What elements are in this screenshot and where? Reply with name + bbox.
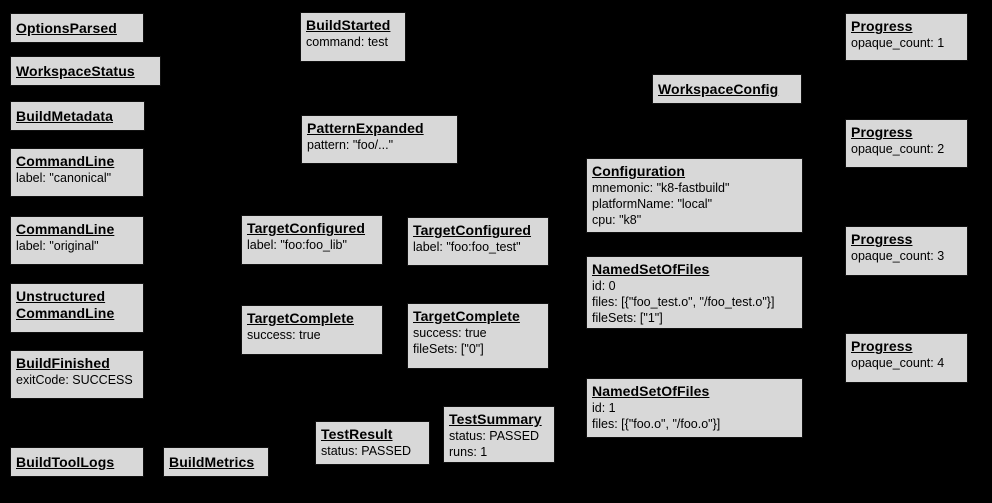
node-title: OptionsParsed <box>16 19 117 36</box>
node-workspace-status: WorkspaceStatus <box>10 56 161 86</box>
node-field: fileSets: ["0"] <box>413 342 484 357</box>
node-field: status: PASSED <box>321 444 412 459</box>
node-field: command: test <box>306 35 388 50</box>
node-target-configured-foo-test: TargetConfigured label: "foo:foo_test" <box>407 217 549 266</box>
node-configuration: Configuration mnemonic: "k8-fastbuild"pla… <box>586 158 803 233</box>
node-progress-4: Progress opaque_count: 4 <box>845 333 968 383</box>
node-test-result: TestResult status: PASSED <box>315 421 430 465</box>
node-field: opaque_count: 3 <box>851 249 945 264</box>
node-title: Progress <box>851 124 913 140</box>
node-progress-1: Progress opaque_count: 1 <box>845 13 968 61</box>
node-field: success: true <box>247 328 321 343</box>
node-title: CommandLine <box>16 221 115 237</box>
node-field: mnemonic: "k8-fastbuild" <box>592 181 730 196</box>
node-target-configured-foo-lib: TargetConfigured label: "foo:foo_lib" <box>241 215 383 265</box>
node-title: BuildStarted <box>306 17 391 33</box>
node-title: NamedSetOfFiles <box>592 261 710 277</box>
node-title: TargetConfigured <box>247 220 366 236</box>
node-field: opaque_count: 1 <box>851 36 945 51</box>
node-field: opaque_count: 2 <box>851 142 945 157</box>
node-field: cpu: "k8" <box>592 213 642 228</box>
node-target-complete-foo-lib: TargetComplete success: true <box>241 305 383 355</box>
node-field: fileSets: ["1"] <box>592 311 663 326</box>
node-title: PatternExpanded <box>307 120 424 136</box>
node-field: files: [{"foo_test.o", "/foo_test.o"}] <box>592 295 775 310</box>
node-field: id: 0 <box>592 279 616 294</box>
node-title: CommandLine <box>16 153 115 169</box>
node-field: label: "original" <box>16 239 99 254</box>
node-field: exitCode: SUCCESS <box>16 373 133 388</box>
node-workspace-config: WorkspaceConfig <box>652 74 802 104</box>
node-title: WorkspaceStatus <box>16 62 135 79</box>
node-title: Configuration <box>592 163 686 179</box>
node-field: files: [{"foo.o", "/foo.o"}] <box>592 417 721 432</box>
node-field: label: "canonical" <box>16 171 112 186</box>
node-field: success: true <box>413 326 487 341</box>
node-options-parsed: OptionsParsed <box>10 13 144 43</box>
node-title: BuildFinished <box>16 355 110 371</box>
node-build-finished: BuildFinished exitCode: SUCCESS <box>10 350 144 399</box>
node-title: TargetComplete <box>247 310 354 326</box>
node-command-line-canonical: CommandLine label: "canonical" <box>10 148 144 197</box>
node-title: BuildMetrics <box>169 453 255 470</box>
node-build-tool-logs: BuildToolLogs <box>10 447 144 477</box>
node-unstructured-command-line: Unstructured CommandLine <box>10 283 144 333</box>
node-title: TestResult <box>321 426 393 442</box>
node-title: TargetComplete <box>413 308 520 324</box>
node-title: BuildToolLogs <box>16 453 115 470</box>
node-title: TargetConfigured <box>413 222 532 238</box>
node-build-started: BuildStarted command: test <box>300 12 406 62</box>
node-title: NamedSetOfFiles <box>592 383 710 399</box>
node-command-line-original: CommandLine label: "original" <box>10 216 144 265</box>
node-field: status: PASSED <box>449 429 540 444</box>
node-title: WorkspaceConfig <box>658 80 779 97</box>
node-build-metadata: BuildMetadata <box>10 101 145 131</box>
node-field: platformName: "local" <box>592 197 713 212</box>
node-field: id: 1 <box>592 401 616 416</box>
node-build-metrics: BuildMetrics <box>163 447 269 477</box>
node-field: opaque_count: 4 <box>851 356 945 371</box>
node-title: TestSummary <box>449 411 542 427</box>
node-progress-3: Progress opaque_count: 3 <box>845 226 968 276</box>
node-field: label: "foo:foo_test" <box>413 240 521 255</box>
node-pattern-expanded: PatternExpanded pattern: "foo/..." <box>301 115 458 164</box>
node-title: Progress <box>851 231 913 247</box>
node-title: Progress <box>851 338 913 354</box>
node-progress-2: Progress opaque_count: 2 <box>845 119 968 168</box>
node-field: label: "foo:foo_lib" <box>247 238 347 253</box>
node-field: pattern: "foo/..." <box>307 138 394 153</box>
node-title: Unstructured CommandLine <box>16 288 115 322</box>
node-field: runs: 1 <box>449 445 488 460</box>
node-title: BuildMetadata <box>16 107 113 124</box>
node-title: Progress <box>851 18 913 34</box>
